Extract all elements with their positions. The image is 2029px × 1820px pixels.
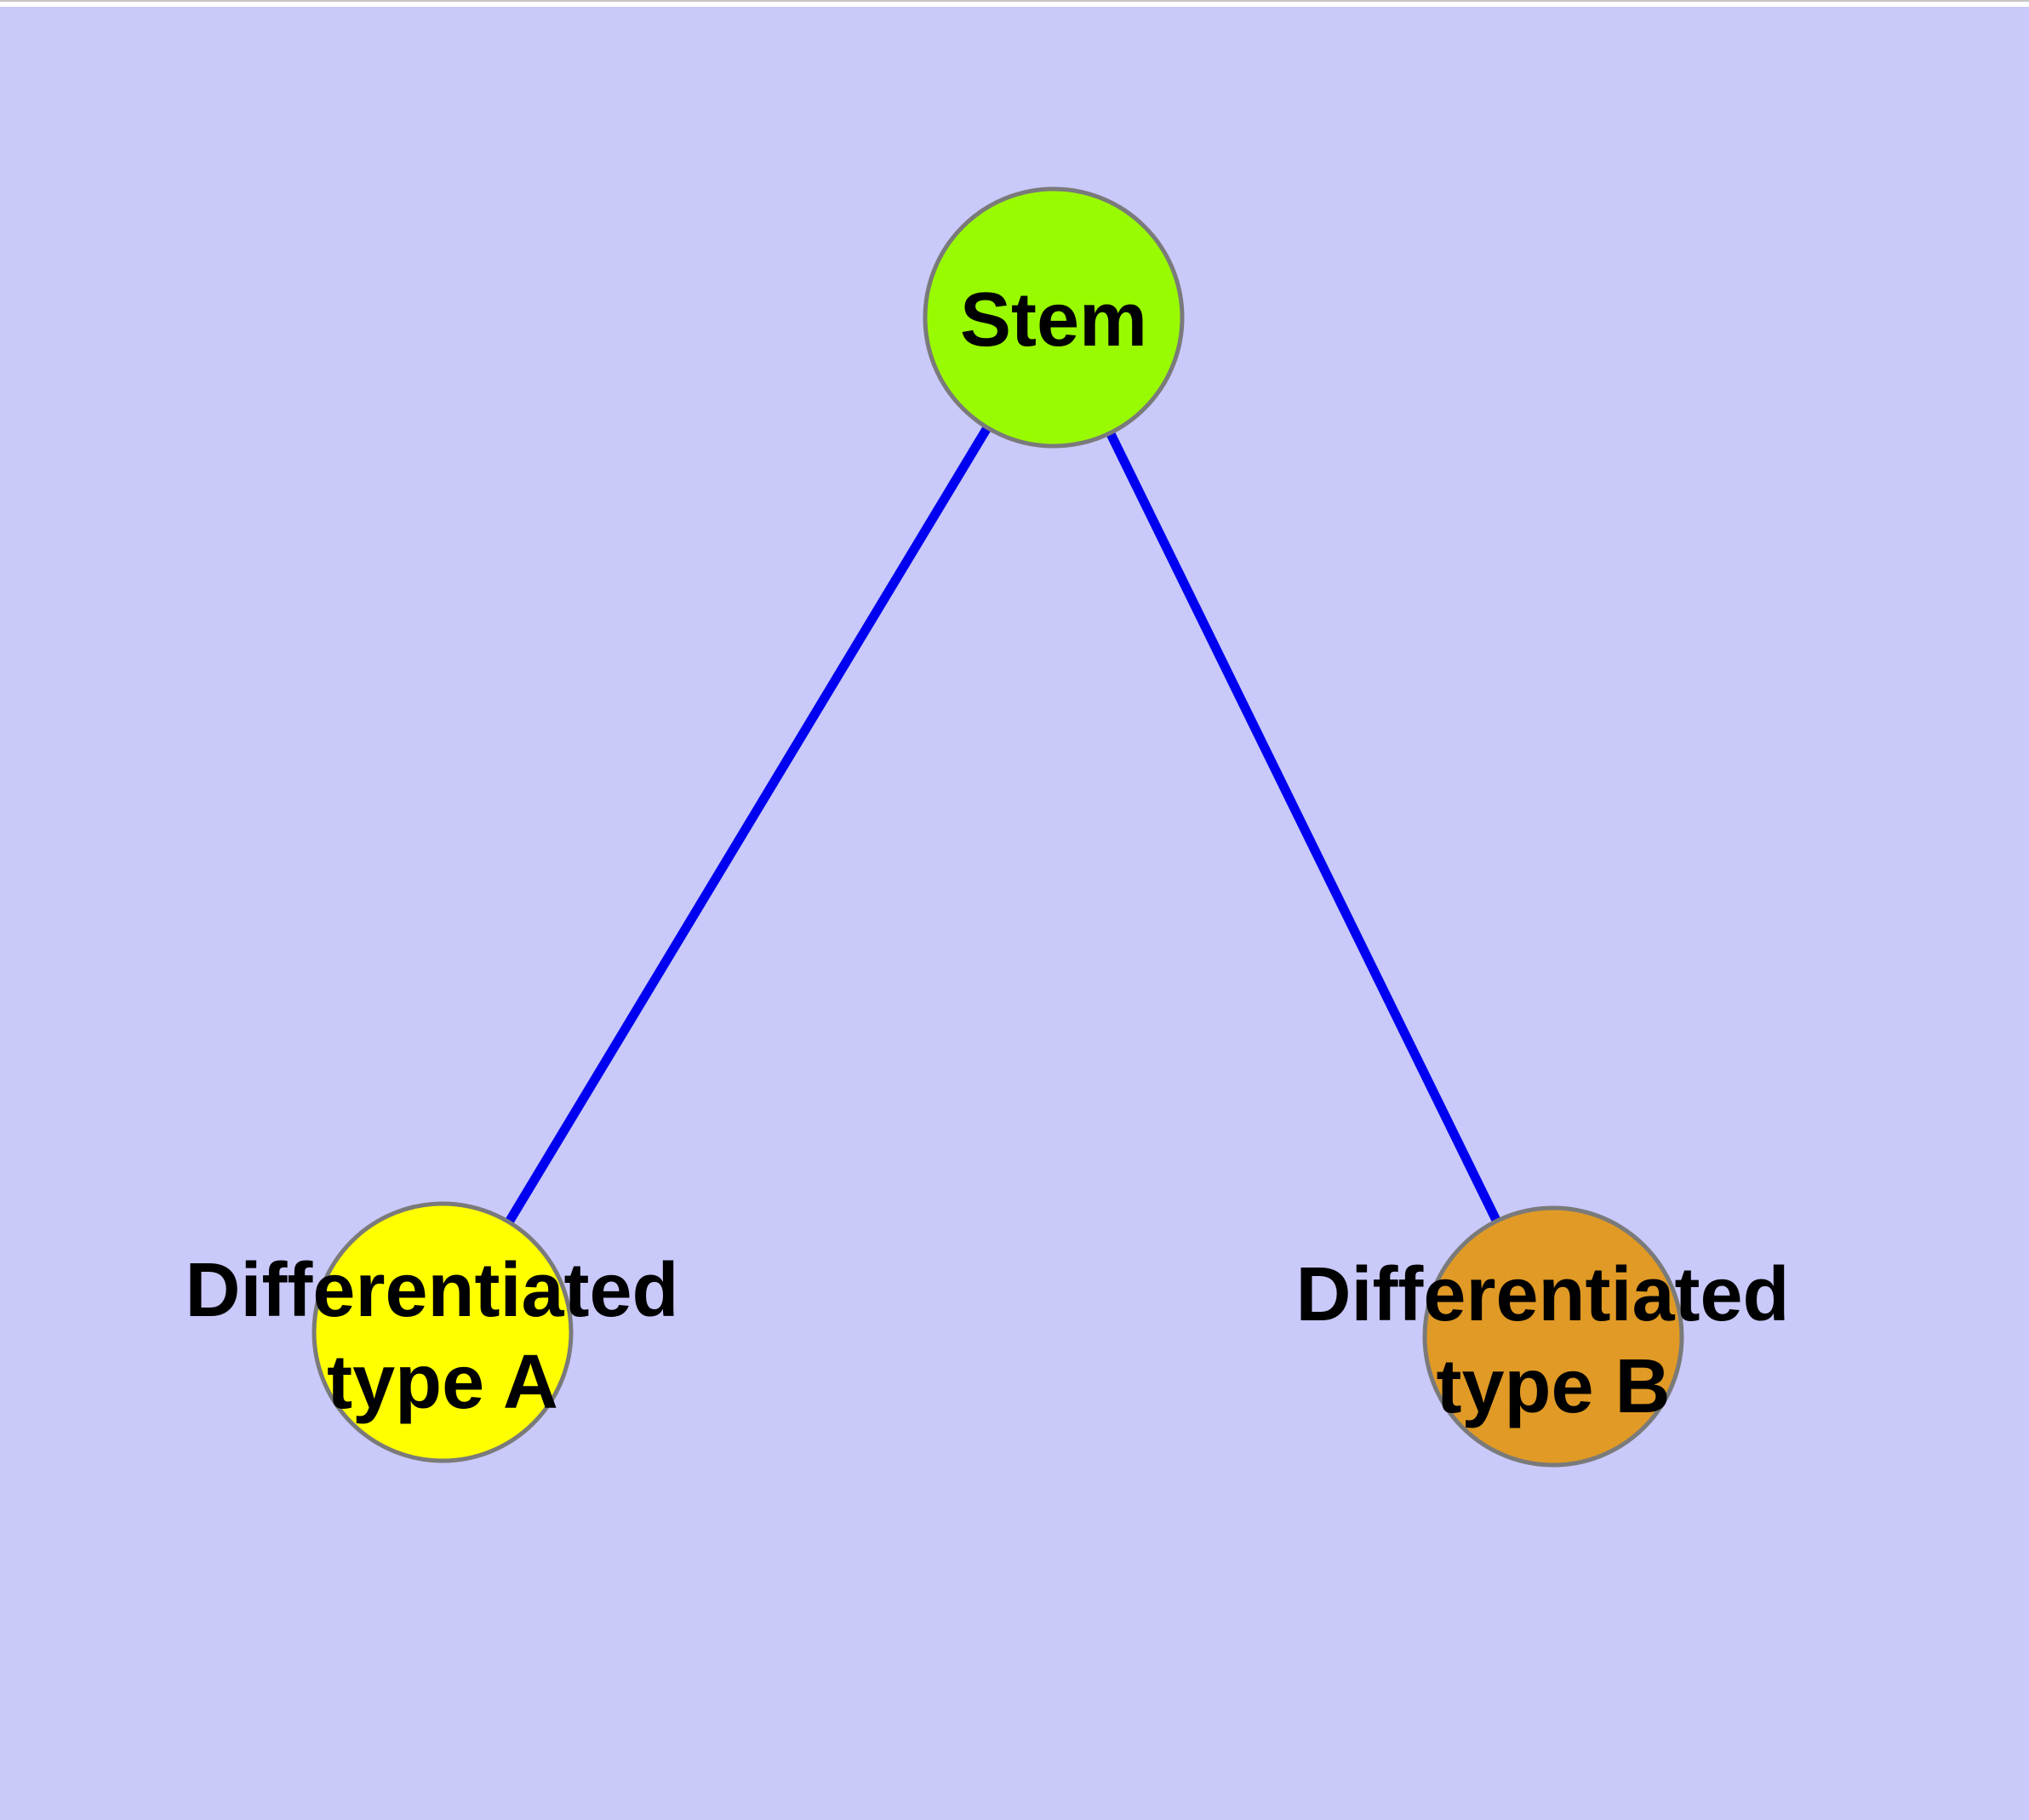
- window-top-hairline: [0, 0, 2029, 2]
- edge-stem-to-type-a: [438, 315, 1058, 1335]
- node-type-b-label-line1: Differentiated: [1295, 1252, 1789, 1337]
- edge-stem-to-type-b: [1049, 315, 1557, 1339]
- node-type-b-label-line2: type B: [1436, 1344, 1670, 1429]
- node-type-a-label: Differentiated type A: [185, 1248, 700, 1425]
- node-type-a-label-line2: type A: [327, 1340, 558, 1425]
- node-stem[interactable]: [923, 186, 1185, 449]
- node-type-a-label-line1: Differentiated: [185, 1248, 678, 1333]
- node-differentiated-type-b[interactable]: [1422, 1205, 1684, 1468]
- node-type-b-label: Differentiated type B: [1295, 1252, 1810, 1429]
- node-differentiated-type-a[interactable]: [311, 1201, 574, 1463]
- top-margin-strip: [0, 2, 2029, 7]
- node-stem-label: Stem: [960, 278, 1147, 363]
